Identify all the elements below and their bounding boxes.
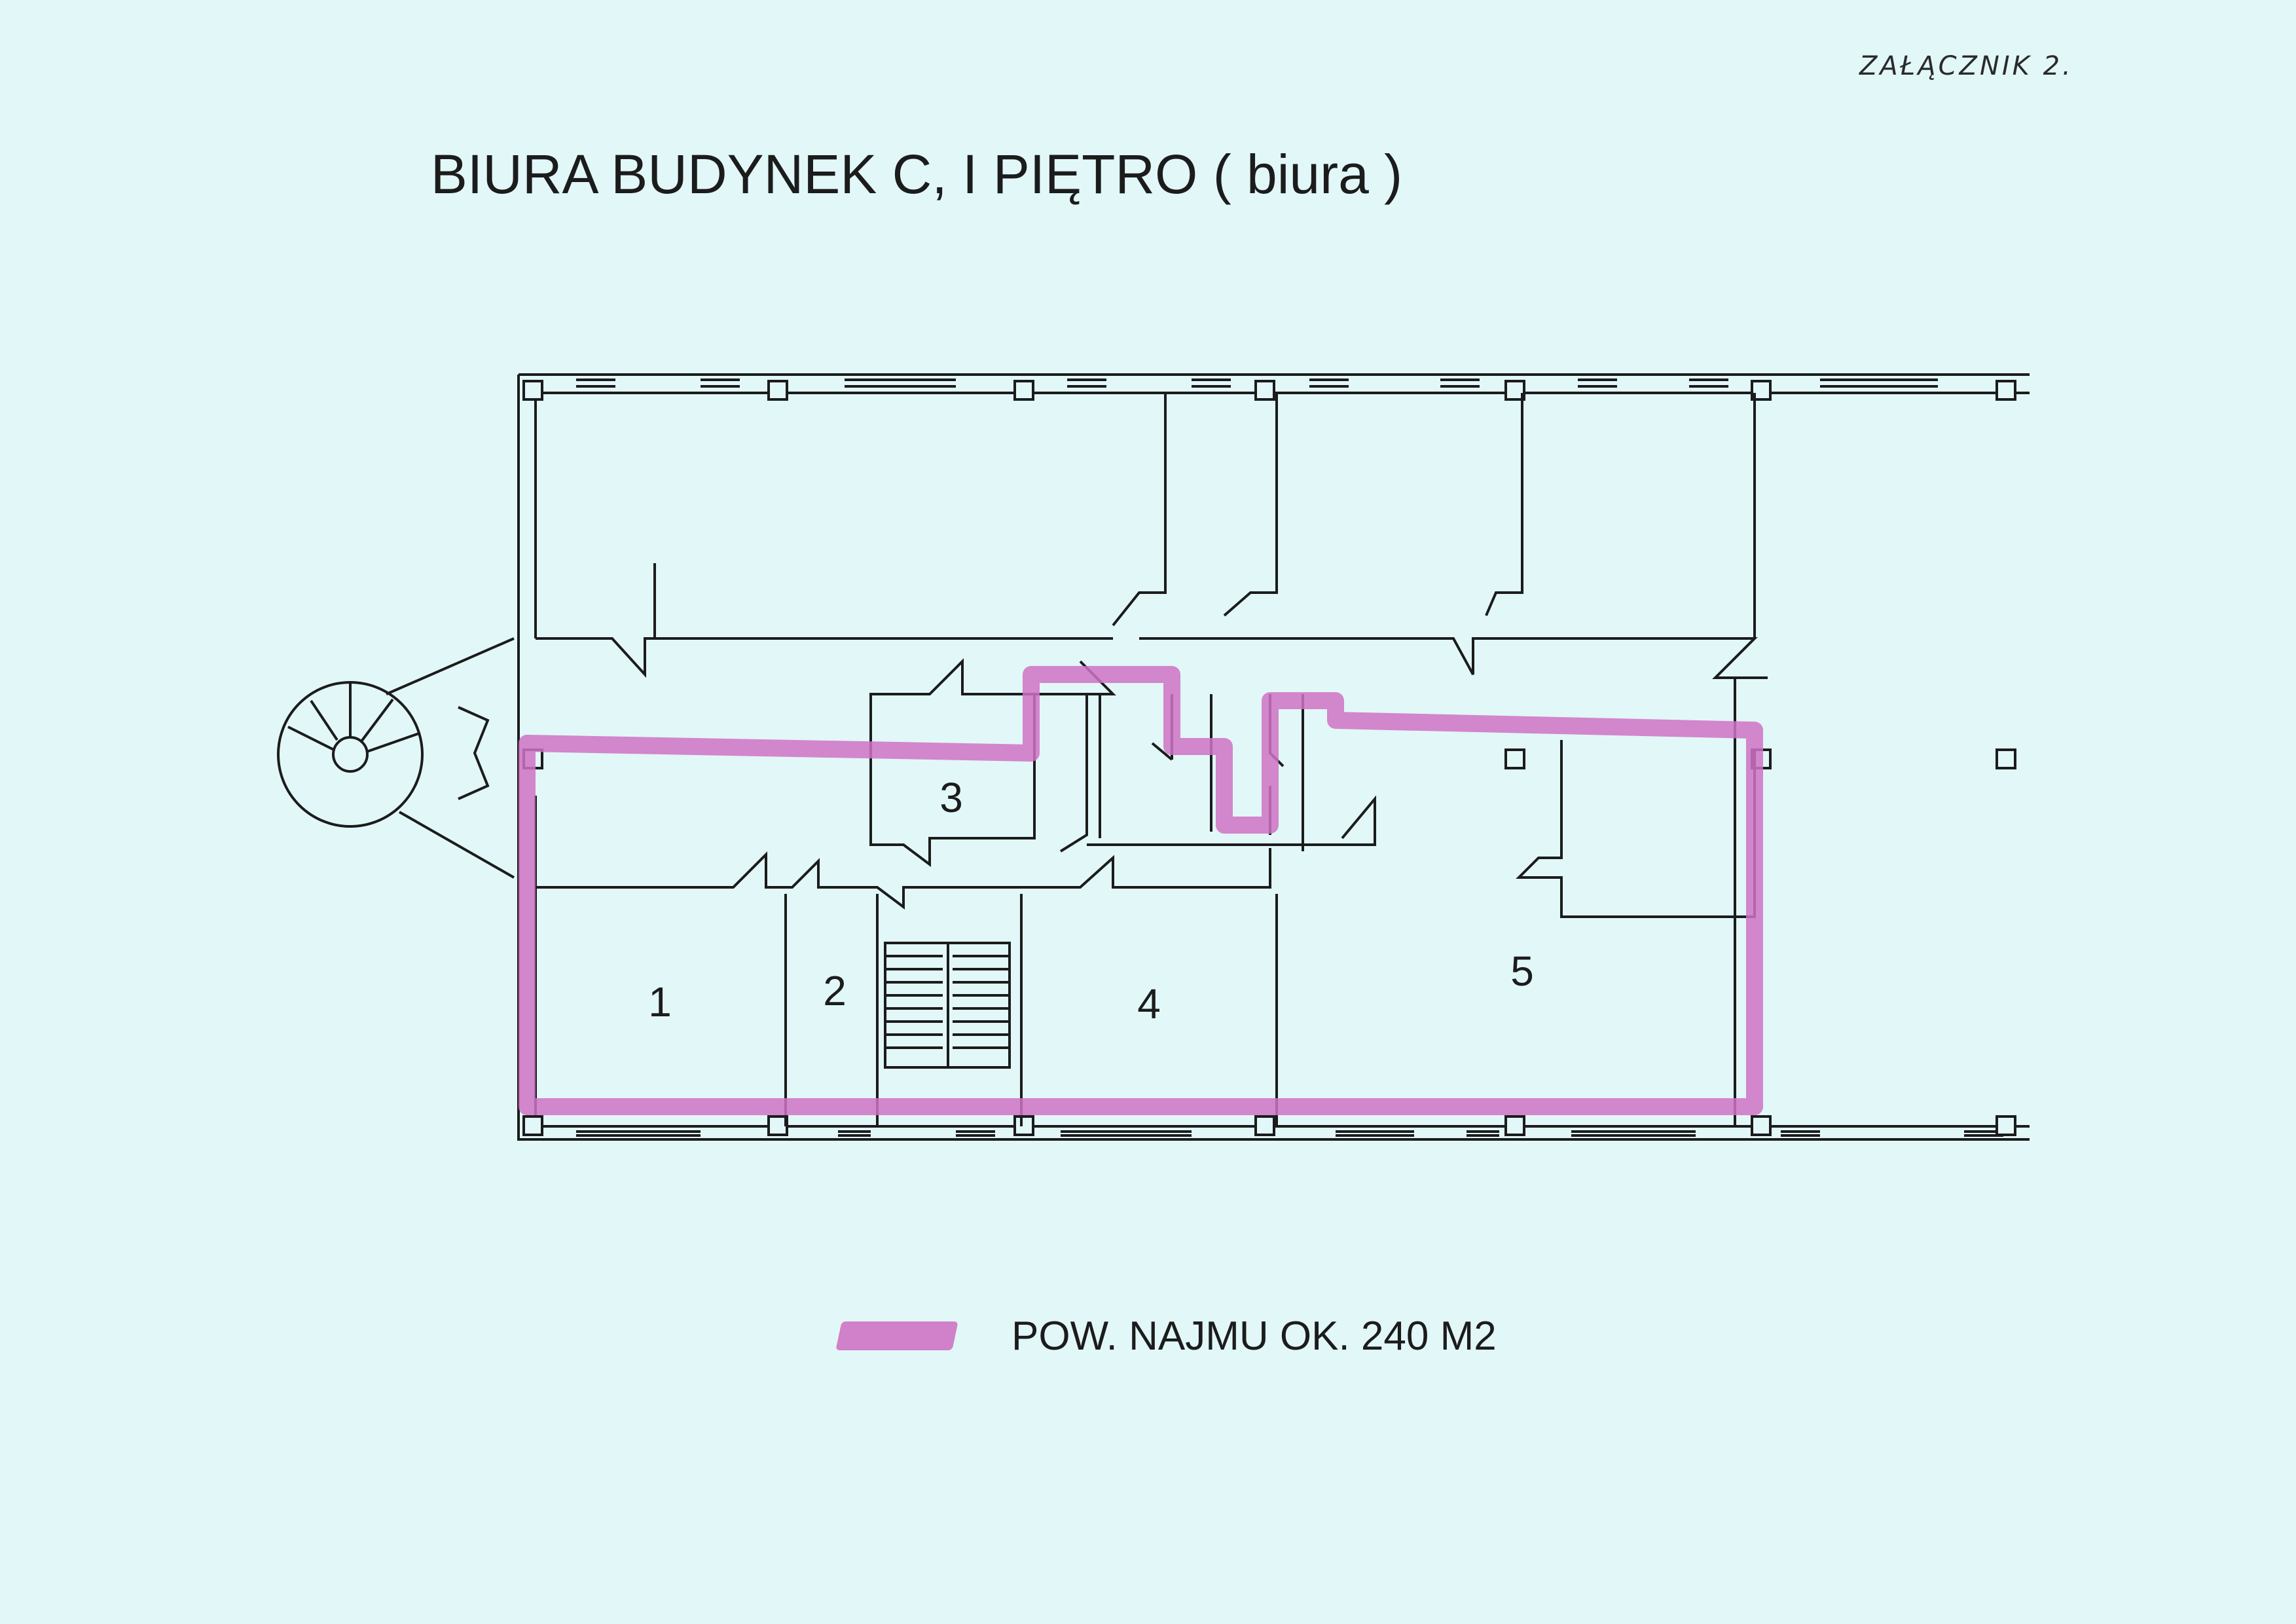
upper-offices [536, 393, 1768, 1126]
bottom-windows [576, 1130, 2003, 1137]
rented-area-outline [519, 666, 1763, 1115]
top-windows [576, 378, 1938, 388]
room-number-1: 1 [648, 978, 672, 1025]
structural-columns [522, 380, 2016, 1136]
lower-partitions [536, 848, 1278, 1126]
outer-wall [517, 373, 2030, 1141]
main-stairs [884, 942, 1011, 1069]
room-5-inner-office [1516, 740, 1756, 918]
room-number-3: 3 [939, 774, 963, 821]
room-number-5: 5 [1510, 948, 1534, 995]
attachment-annotation: ZAŁĄCZNIK 2. [1859, 51, 2073, 81]
room-number-4: 4 [1137, 980, 1161, 1027]
legend-label: POW. NAJMU OK. 240 M2 [1011, 1314, 1497, 1359]
room-3-walls [869, 658, 1036, 867]
spiral-staircase [277, 637, 515, 879]
legend-swatch [835, 1321, 958, 1350]
service-core [1034, 660, 1376, 853]
plan-title: BIURA BUDYNEK C, I PIĘTRO ( biura ) [430, 143, 1403, 205]
room-number-2: 2 [823, 967, 847, 1014]
